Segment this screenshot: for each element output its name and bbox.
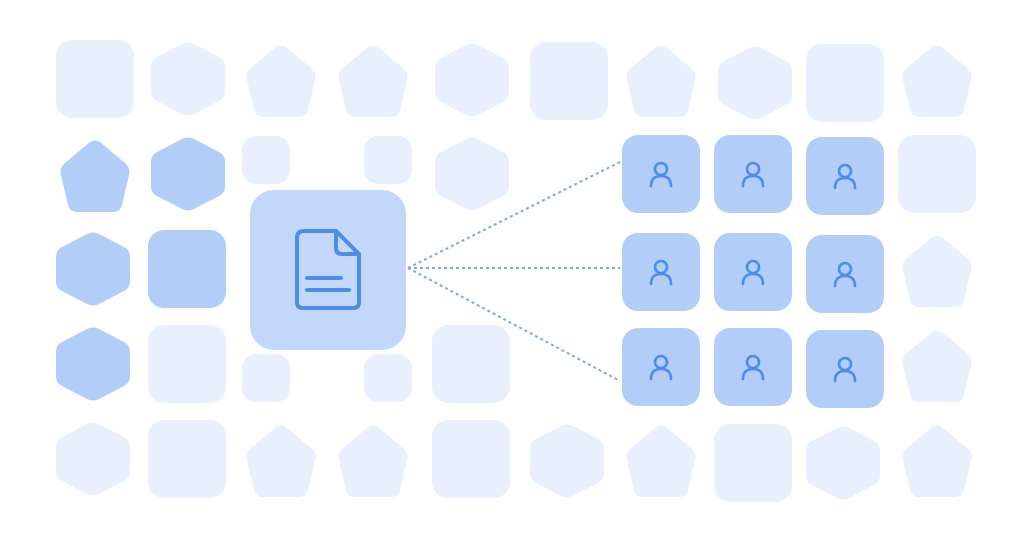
user-tile <box>622 328 700 406</box>
bg-square-shape <box>432 420 510 498</box>
bg-pentagon-shape <box>338 45 408 117</box>
user-grid <box>622 135 884 408</box>
user-icon <box>833 163 857 190</box>
bg-hexagon-shape <box>56 327 130 401</box>
user-tile <box>806 137 884 215</box>
bg-pentagon-shape <box>902 330 972 402</box>
user-icon <box>741 161 765 188</box>
user-tile <box>714 135 792 213</box>
user-tile <box>622 135 700 213</box>
bg-hexagon-shape <box>435 43 509 117</box>
connector-lines <box>407 161 621 382</box>
user-icon <box>833 261 857 288</box>
background-shapes <box>56 40 976 502</box>
bg-square-shape <box>806 44 884 122</box>
user-tile <box>622 233 700 311</box>
bg-pentagon-shape <box>902 425 972 497</box>
bg-square-shape <box>148 420 226 498</box>
bg-pentagon-shape <box>626 425 696 497</box>
bg-square-shape <box>148 230 226 308</box>
bg-hexagon-shape <box>530 424 604 498</box>
user-icon <box>833 356 857 383</box>
document-icon <box>295 229 361 310</box>
user-tile <box>806 330 884 408</box>
bg-square-shape <box>364 136 412 184</box>
user-icon <box>741 354 765 381</box>
bg-square-shape <box>714 424 792 502</box>
bg-pentagon-shape <box>902 235 972 307</box>
bg-hexagon-shape <box>718 46 792 120</box>
bg-pentagon-shape <box>902 45 972 117</box>
bg-square-shape <box>530 42 608 120</box>
bg-square-shape <box>148 325 226 403</box>
bg-square-shape <box>432 325 510 403</box>
bg-square-shape <box>56 40 134 118</box>
user-icon <box>741 259 765 286</box>
bg-hexagon-shape <box>435 137 509 211</box>
bg-pentagon-shape <box>60 140 130 212</box>
user-icon <box>649 259 673 286</box>
bg-square-shape <box>898 135 976 213</box>
bg-hexagon-shape <box>806 426 880 500</box>
bg-pentagon-shape <box>626 45 696 117</box>
document-tile <box>250 190 406 350</box>
document-tile-bg <box>250 190 406 350</box>
bg-hexagon-shape <box>56 232 130 306</box>
bg-hexagon-shape <box>56 422 130 496</box>
bg-square-shape <box>242 354 290 402</box>
connector-line <box>407 267 621 382</box>
user-tile <box>806 235 884 313</box>
bg-square-shape <box>242 136 290 184</box>
bg-hexagon-shape <box>151 42 225 116</box>
bg-hexagon-shape <box>151 137 225 211</box>
user-tile <box>714 233 792 311</box>
user-icon <box>649 354 673 381</box>
bg-square-shape <box>364 354 412 402</box>
bg-pentagon-shape <box>338 425 408 497</box>
bg-pentagon-shape <box>246 425 316 497</box>
user-tile <box>714 328 792 406</box>
bg-pentagon-shape <box>246 45 316 117</box>
user-icon <box>649 161 673 188</box>
